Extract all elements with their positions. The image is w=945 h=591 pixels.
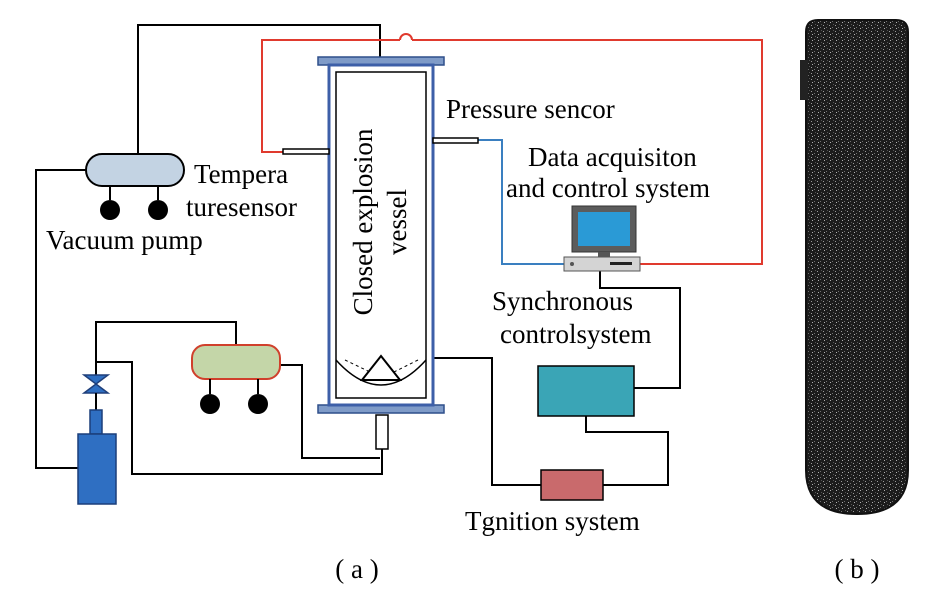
panel-b-caption: ( b ) xyxy=(835,554,880,584)
daq-label-line2: and control system xyxy=(506,173,710,203)
vacuum-pump-label: Vacuum pump xyxy=(46,225,203,255)
valve-icon xyxy=(81,374,111,410)
vessel-label-line1: Closed explosion xyxy=(348,128,378,315)
temperature-sensor-label-line1: Tempera xyxy=(194,159,288,189)
pressure-sensor-label: Pressure sencor xyxy=(446,94,615,124)
computer-icon xyxy=(563,205,641,272)
vessel-photo xyxy=(800,19,909,516)
sync-label-line1: Synchronous xyxy=(492,286,633,316)
vessel-label-line2: vessel xyxy=(382,189,412,255)
explosion-vessel xyxy=(317,56,445,450)
temperature-sensor-label-line2: turesensor xyxy=(186,192,297,222)
gas-tank xyxy=(191,344,281,414)
vacuum-pump xyxy=(85,153,185,220)
thermocouple-wire xyxy=(261,33,763,265)
sync-label-line2: controlsystem xyxy=(500,319,651,349)
ignition-label: Tgnition system xyxy=(465,506,640,536)
temperature-sensor xyxy=(282,148,330,155)
pressure-sensor xyxy=(432,137,479,144)
ignition-box xyxy=(540,469,604,501)
synchronous-control-box xyxy=(537,365,635,417)
daq-label-line1: Data acquisiton xyxy=(528,142,697,172)
panel-a-caption: ( a ) xyxy=(335,554,378,584)
pressure-sensor-wire xyxy=(478,139,566,265)
gas-cylinder xyxy=(77,409,117,505)
